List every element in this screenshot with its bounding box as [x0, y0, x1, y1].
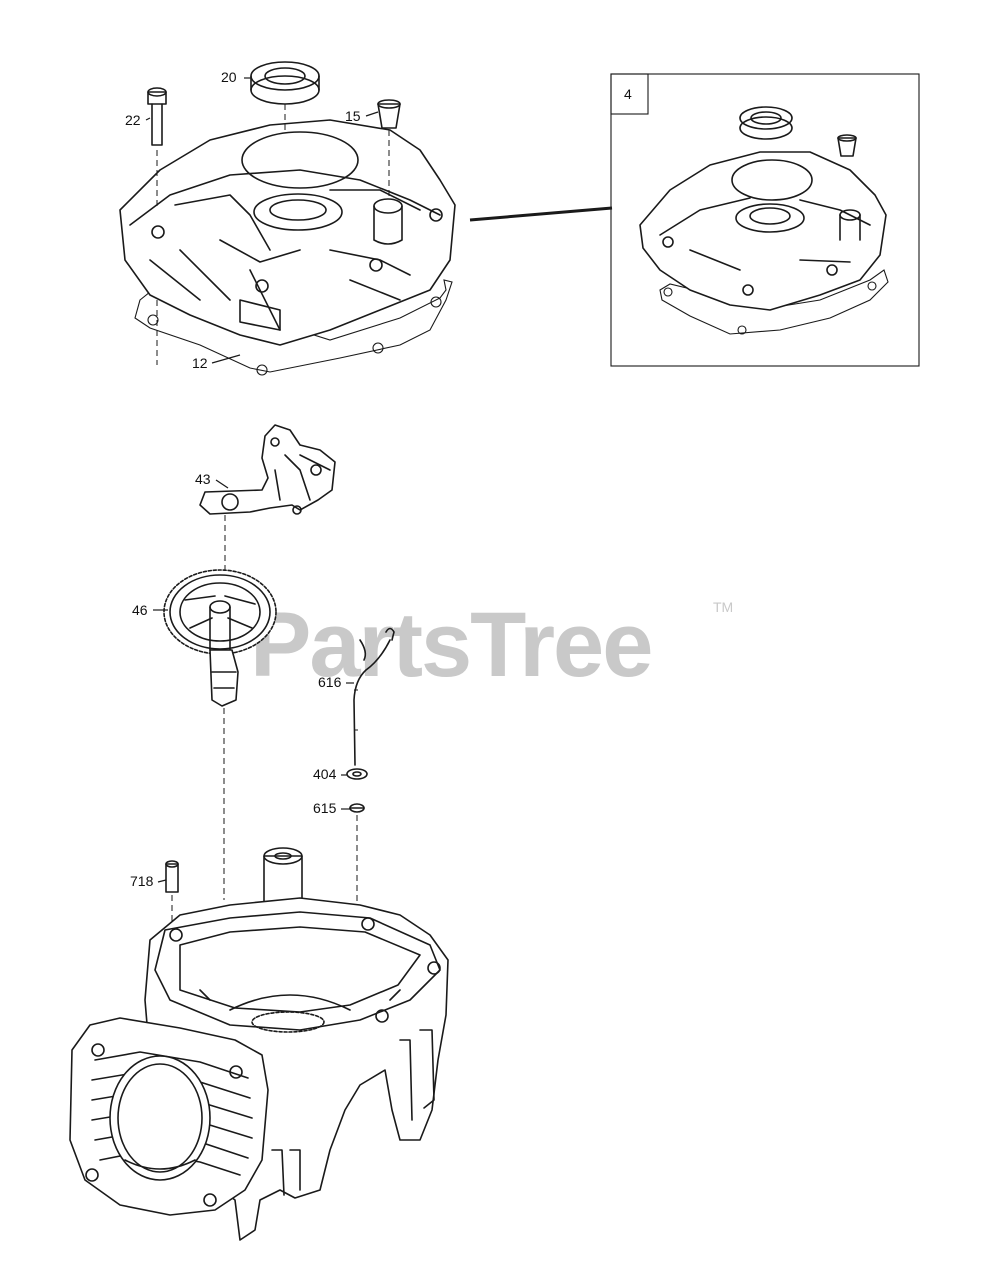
- bolt-part[interactable]: [147, 87, 167, 146]
- crankcase-cover-part[interactable]: [119, 119, 456, 376]
- callout-22: 22: [125, 112, 141, 128]
- callout-718: 718: [130, 873, 154, 889]
- callout-43: 43: [195, 471, 211, 487]
- callout-404: 404: [313, 766, 337, 782]
- crankcase-block-part[interactable]: [69, 847, 449, 1241]
- watermark-trademark: TM: [713, 599, 733, 615]
- callout-20: 20: [221, 69, 237, 85]
- washer-part[interactable]: [346, 768, 368, 780]
- callout-46: 46: [132, 602, 148, 618]
- watermark-text: PartsTree: [250, 594, 651, 696]
- dowel-pin-part[interactable]: [165, 860, 179, 893]
- kit-box[interactable]: 4: [610, 73, 920, 367]
- callout-616: 616: [318, 674, 342, 690]
- oil-seal-part[interactable]: [250, 61, 320, 105]
- callout-12: 12: [192, 355, 208, 371]
- o-ring-part[interactable]: [349, 803, 365, 813]
- kit-number-label: 4: [624, 86, 632, 102]
- callout-615: 615: [313, 800, 337, 816]
- kit-pointer-line: [469, 206, 613, 222]
- governor-bracket-part[interactable]: [199, 424, 336, 515]
- dipstick-part[interactable]: [353, 627, 395, 766]
- callout-15: 15: [345, 108, 361, 124]
- cam-gear-part[interactable]: [163, 569, 277, 707]
- plug-part[interactable]: [377, 99, 401, 129]
